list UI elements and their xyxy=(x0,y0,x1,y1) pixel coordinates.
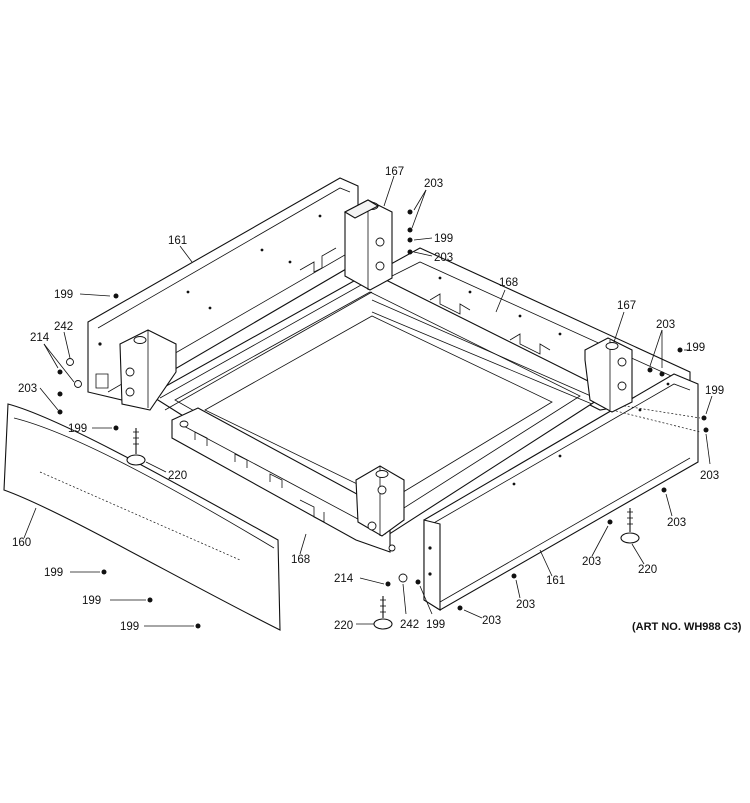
label-220: 220 xyxy=(168,470,187,482)
leveling-leg-right xyxy=(620,508,640,544)
label-203: 203 xyxy=(482,615,501,627)
hardware xyxy=(57,209,709,629)
label-242: 242 xyxy=(400,619,419,631)
label-168: 168 xyxy=(499,277,518,289)
drawer-front-panel xyxy=(3,403,281,631)
part-labels: 167 203 199 203 161 199 168 242 214 167 … xyxy=(12,166,724,633)
label-160: 160 xyxy=(12,537,31,549)
label-203: 203 xyxy=(582,556,601,568)
label-199: 199 xyxy=(705,385,724,397)
corner-bracket-front-right xyxy=(355,465,405,537)
label-167: 167 xyxy=(385,166,404,178)
label-161: 161 xyxy=(546,575,565,587)
leader-lines xyxy=(23,175,713,627)
label-203: 203 xyxy=(434,252,453,264)
label-203: 203 xyxy=(516,599,535,611)
right-front-panel xyxy=(423,373,701,611)
art-number: (ART NO. WH988 C3) xyxy=(632,621,742,633)
leveling-leg-left xyxy=(126,428,146,466)
label-214: 214 xyxy=(30,332,50,344)
label-199: 199 xyxy=(82,595,101,607)
label-203: 203 xyxy=(18,383,37,395)
leveling-leg-front xyxy=(373,596,393,630)
label-220: 220 xyxy=(638,564,657,576)
label-242: 242 xyxy=(54,321,73,333)
front-rail xyxy=(171,407,396,553)
corner-bracket-rear-right xyxy=(584,337,633,413)
label-203: 203 xyxy=(656,319,675,331)
label-214: 214 xyxy=(334,573,354,585)
label-199: 199 xyxy=(426,619,445,631)
label-199: 199 xyxy=(686,342,705,354)
label-199: 199 xyxy=(68,423,87,435)
label-203: 203 xyxy=(700,470,719,482)
corner-bracket-front-left xyxy=(119,329,177,411)
label-168: 168 xyxy=(291,554,310,566)
label-167: 167 xyxy=(617,300,636,312)
label-199: 199 xyxy=(120,621,139,633)
label-203: 203 xyxy=(424,178,443,190)
label-199: 199 xyxy=(44,567,63,579)
label-161: 161 xyxy=(168,235,187,247)
label-203: 203 xyxy=(667,517,686,529)
corner-bracket-rear-left xyxy=(343,199,393,291)
label-220: 220 xyxy=(334,620,353,632)
label-199: 199 xyxy=(434,233,453,245)
label-199: 199 xyxy=(54,289,73,301)
